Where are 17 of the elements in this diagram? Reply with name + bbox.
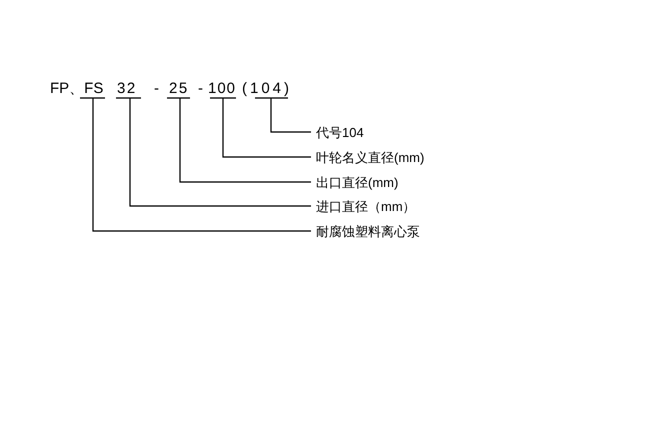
model-code-part: 32 [117,81,137,97]
separator-dash: - [198,81,203,97]
leader-line [166,97,312,183]
leader-line [79,97,312,232]
model-code-part: 25 [169,81,189,97]
leader-line [254,97,312,133]
model-code-part: FP、FS [50,81,104,97]
leader-line [115,97,312,207]
model-code-part: (104) [242,81,292,97]
model-code-part: 100 [208,81,236,97]
description-text: 叶轮名义直径(mm) [316,150,424,164]
leader-line [209,97,312,158]
description-text: 耐腐蚀塑料离心泵 [316,224,420,238]
separator-dash: - [154,81,159,97]
description-text: 代号104 [316,124,364,140]
description-text: 进口直径（mm） [316,198,416,214]
description-text: 出口直径(mm) [316,174,398,190]
